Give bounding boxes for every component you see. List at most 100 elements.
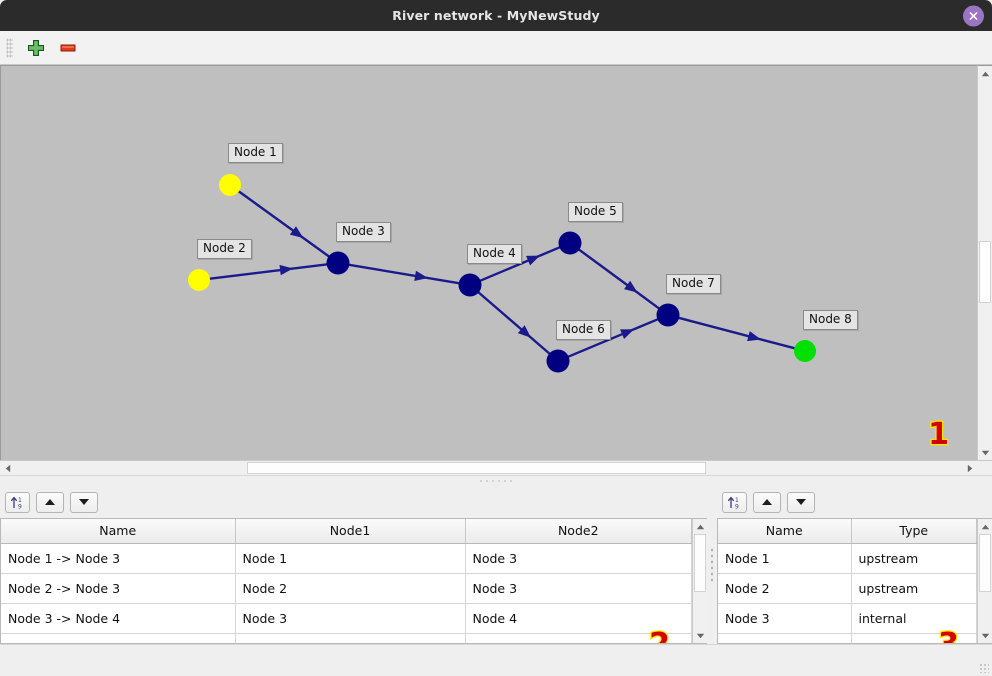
nodes-scroll-down-arrow-icon[interactable]: [978, 628, 992, 643]
edge-Node4-to-Node5[interactable]: [479, 245, 561, 283]
reaches-column-header[interactable]: Node2: [465, 519, 692, 544]
sort-icon[interactable]: 1 9: [722, 491, 747, 513]
scroll-up-arrow-icon[interactable]: [978, 66, 992, 81]
add-plus-icon[interactable]: [25, 37, 47, 59]
graph-node-node-1[interactable]: [219, 174, 241, 196]
scroll-left-arrow-icon[interactable]: [0, 461, 15, 476]
reaches-cell[interactable]: Node 3: [465, 543, 692, 574]
graph-node-node-8[interactable]: [794, 340, 816, 362]
nodes-cell[interactable]: Node 3: [718, 603, 852, 634]
edge-Node1-to-Node3[interactable]: [237, 189, 331, 258]
nodes-cell[interactable]: upstream: [851, 543, 977, 574]
reaches-cell[interactable]: Node 3: [235, 603, 466, 634]
reaches-cell[interactable]: Node 5: [465, 633, 692, 643]
reaches-cell[interactable]: Node 4: [465, 603, 692, 634]
reaches-cell[interactable]: Node 2: [235, 573, 466, 604]
delete-minus-icon[interactable]: [57, 37, 79, 59]
svg-text:1: 1: [735, 497, 739, 504]
edge-Node7-to-Node8[interactable]: [677, 316, 796, 350]
move-down-icon[interactable]: [70, 491, 98, 513]
network-graph: [188, 174, 816, 373]
reaches-vscroll-thumb[interactable]: [694, 534, 706, 593]
reaches-scroll-up-arrow-icon[interactable]: [693, 519, 707, 534]
title-bar: River network - MyNewStudy: [0, 0, 992, 31]
move-up-icon[interactable]: [36, 491, 64, 513]
move-up-icon[interactable]: [753, 491, 781, 513]
vsplitter-grip-dots: [710, 547, 714, 583]
canvas-hscroll-track[interactable]: [15, 461, 962, 475]
river-network-canvas[interactable]: Node 1 Node 2 Node 3 Node 4 Node 5 Node 6 Node…: [0, 65, 977, 460]
node-label-node-3[interactable]: Node 3: [336, 222, 391, 242]
node-label-node-7[interactable]: Node 7: [666, 274, 721, 294]
nodes-cell[interactable]: internal: [851, 633, 977, 643]
nodes-cell[interactable]: internal: [851, 603, 977, 634]
edge-Node3-to-Node4[interactable]: [348, 263, 460, 285]
reaches-column-header[interactable]: Node1: [235, 519, 466, 544]
nodes-column-header[interactable]: Type: [851, 519, 977, 544]
canvas-horizontal-scrollbar[interactable]: [0, 460, 992, 476]
reaches-scroll-down-arrow-icon[interactable]: [693, 628, 707, 643]
edge-Node6-to-Node7[interactable]: [567, 317, 659, 359]
reaches-column-header[interactable]: Name: [1, 519, 236, 544]
edge-Node2-to-Node3[interactable]: [208, 263, 328, 280]
canvas-vertical-scrollbar[interactable]: [977, 65, 992, 460]
node-label-node-1[interactable]: Node 1: [228, 143, 283, 163]
nodes-scroll-up-arrow-icon[interactable]: [978, 519, 992, 534]
nodes-cell[interactable]: Node 1: [718, 543, 852, 574]
node-label-node-8[interactable]: Node 8: [803, 310, 858, 330]
nodes-column-header[interactable]: Name: [718, 519, 852, 544]
graph-node-node-3[interactable]: [326, 251, 350, 275]
graph-node-node-7[interactable]: [656, 303, 680, 327]
canvas-vscroll-thumb[interactable]: [979, 241, 991, 304]
svg-text:1: 1: [18, 497, 22, 504]
reaches-cell[interactable]: Node 4: [235, 633, 466, 643]
toolbar-drag-handle[interactable]: [6, 37, 13, 58]
node-label-node-2[interactable]: Node 2: [197, 239, 252, 259]
reaches-cell[interactable]: Node 1: [235, 543, 466, 574]
graph-node-node-4[interactable]: [458, 273, 482, 297]
sort-icon[interactable]: 1 9: [5, 491, 30, 513]
graph-node-node-5[interactable]: [558, 231, 582, 255]
edge-Node4-to-Node6[interactable]: [477, 290, 551, 356]
reaches-vscroll-track[interactable]: [693, 534, 707, 628]
table-row[interactable]: Node 4internal: [718, 633, 977, 643]
reaches-vertical-scrollbar[interactable]: [692, 519, 707, 644]
node-label-node-6[interactable]: Node 6: [556, 320, 611, 340]
reaches-cell[interactable]: Node 3 -> Node 4: [1, 603, 236, 634]
close-icon[interactable]: [963, 5, 984, 26]
scroll-right-arrow-icon[interactable]: [962, 461, 977, 476]
vertical-splitter[interactable]: [707, 486, 717, 644]
nodes-vscroll-thumb[interactable]: [979, 534, 991, 593]
nodes-cell[interactable]: upstream: [851, 573, 977, 604]
canvas-hscroll-thumb[interactable]: [247, 462, 707, 474]
canvas-vscroll-track[interactable]: [978, 81, 992, 445]
nodes-vscroll-track[interactable]: [978, 534, 992, 628]
reaches-cell[interactable]: Node 1 -> Node 3: [1, 543, 236, 574]
horizontal-splitter[interactable]: [0, 475, 992, 486]
reaches-cell[interactable]: Node 2 -> Node 3: [1, 573, 236, 604]
nodes-vertical-scrollbar[interactable]: [977, 519, 992, 644]
scroll-down-arrow-icon[interactable]: [978, 445, 992, 460]
nodes-cell[interactable]: Node 4: [718, 633, 852, 643]
move-down-icon[interactable]: [787, 491, 815, 513]
scrollbar-corner: [977, 461, 992, 475]
window-resize-grip[interactable]: [979, 663, 989, 673]
node-label-node-4[interactable]: Node 4: [467, 244, 522, 264]
graph-node-node-6[interactable]: [546, 349, 570, 373]
reaches-cell[interactable]: Node 4 -> Node 5: [1, 633, 236, 643]
nodes-cell[interactable]: Node 2: [718, 573, 852, 604]
reaches-cell[interactable]: Node 3: [465, 573, 692, 604]
node-label-node-5[interactable]: Node 5: [568, 202, 623, 222]
edge-Node5-to-Node7[interactable]: [577, 248, 661, 310]
graph-node-node-2[interactable]: [188, 269, 210, 291]
